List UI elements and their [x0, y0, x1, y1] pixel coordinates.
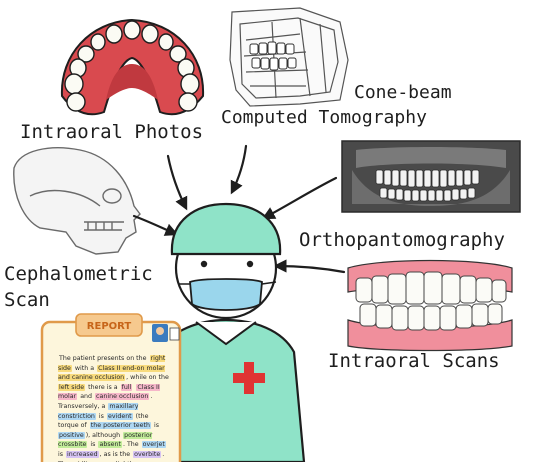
- arrow-from-opg: [261, 176, 338, 220]
- report-highlight-yellow: left side: [58, 383, 86, 391]
- report-text-segment: (the torque of: [58, 412, 149, 430]
- report-text-segment: . Transversely, a: [58, 393, 153, 410]
- report-highlight-blue: overjet: [141, 441, 166, 449]
- report-text-segment: The patient presents on the: [59, 355, 149, 362]
- label-cephalometric-line-2: Scan: [4, 289, 50, 311]
- doctor-avatar-icon: [152, 324, 180, 342]
- label-intraoral-scans: Intraoral Scans: [328, 350, 500, 372]
- intraoral-scan-illustration: [347, 259, 513, 352]
- arrow-from-intraoral-scans: [273, 259, 346, 274]
- cbct-skull-illustration: [229, 7, 349, 107]
- report-highlight-pink: canine occlusion: [95, 393, 150, 401]
- arrow-from-cephalometric: [132, 214, 179, 236]
- report-highlight-blue: positive: [58, 431, 85, 439]
- report-body-text: The patient presents on the right side w…: [58, 354, 170, 462]
- report-text-segment: there is a: [86, 383, 120, 391]
- report-text-segment: and: [78, 393, 95, 401]
- label-cbct-line-1: Cone-beam: [354, 82, 452, 103]
- report-text-segment: , as is the: [99, 450, 133, 458]
- report-highlight-green: absent: [98, 441, 122, 449]
- report-text-segment: is: [152, 422, 160, 430]
- report-highlight-blue: evident: [106, 412, 133, 420]
- report-text-segment: , while on the: [126, 374, 169, 382]
- medical-cross-icon: [233, 362, 265, 394]
- label-orthopantomography: Orthopantomography: [299, 229, 505, 251]
- input-arrows: [132, 144, 346, 274]
- arrow-from-cbct: [230, 144, 248, 195]
- report-text-segment: . The: [122, 441, 141, 449]
- report-text-segment: is: [96, 412, 106, 420]
- label-cephalometric-line-1: Cephalometric: [4, 263, 153, 285]
- arrow-from-intraoral-photos: [166, 154, 188, 211]
- clinician-figure: [148, 202, 306, 462]
- report-highlight-blue: the posterior teeth: [89, 422, 152, 430]
- report-text-segment: is: [58, 450, 66, 458]
- report-highlight-pink: full: [120, 383, 133, 391]
- dental-arch-illustration: [60, 18, 205, 116]
- report-text-segment: . The midlines are slightly: [58, 450, 165, 462]
- report-title-tab: [75, 313, 143, 337]
- cephalometric-skull-illustration: [13, 147, 141, 255]
- report-highlight-purple: increased: [66, 450, 99, 458]
- label-intraoral-photos: Intraoral Photos: [20, 121, 204, 143]
- report-highlight-purple: overbite: [133, 450, 162, 458]
- report-title: REPORT: [86, 321, 132, 332]
- label-cbct-line-2: Computed Tomography: [221, 107, 427, 128]
- opg-xray-illustration: [341, 140, 521, 213]
- report-text-segment: ), although: [85, 431, 123, 439]
- report-text-segment: is: [88, 441, 98, 449]
- report-text-segment: with a: [72, 364, 97, 372]
